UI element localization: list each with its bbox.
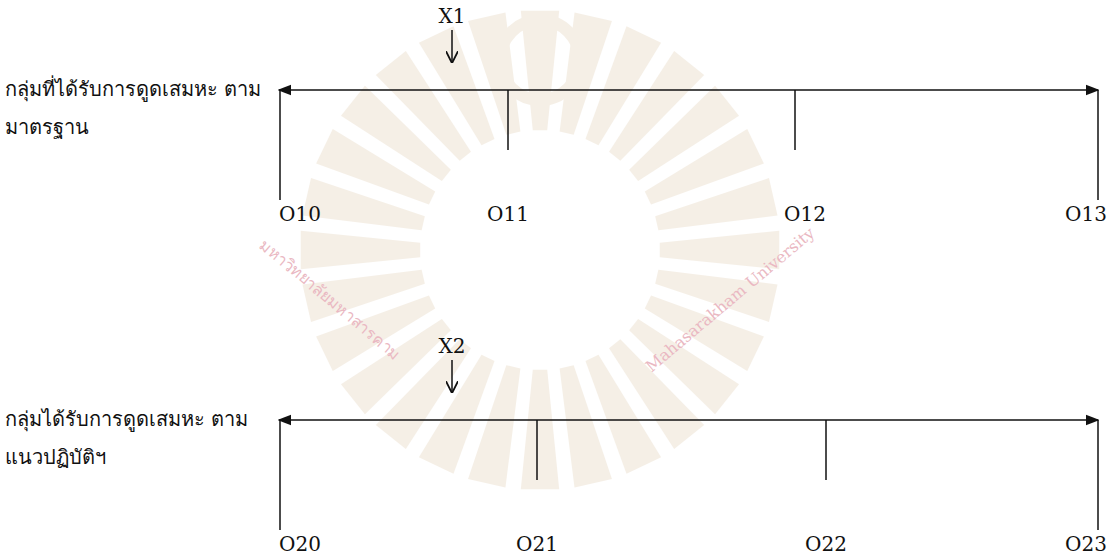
observation-label: O20 <box>279 528 321 559</box>
timeline-standard <box>279 30 1098 200</box>
observation-label: O10 <box>279 198 321 230</box>
intervention-label: X1 <box>439 0 466 32</box>
observation-label: O11 <box>487 198 529 230</box>
group-label: กลุ่มได้รับการดูดเสมหะ ตามแนวปฏิบัติฯ <box>5 400 273 476</box>
watermark-text: มหาวิทยาลัยมหาสารคาม <box>254 233 407 367</box>
watermark-text: Mahasarakham University <box>640 221 821 378</box>
observation-label: O22 <box>805 528 847 559</box>
observation-label: O23 <box>1065 528 1107 559</box>
watermark-logo <box>301 11 779 489</box>
observation-label: O21 <box>516 528 558 559</box>
timeline-guideline <box>279 360 1098 530</box>
group-label: กลุ่มที่ได้รับการดูดเสมหะ ตามมาตรฐาน <box>5 70 273 146</box>
observation-label: O13 <box>1065 198 1107 230</box>
intervention-label: X2 <box>439 330 466 362</box>
